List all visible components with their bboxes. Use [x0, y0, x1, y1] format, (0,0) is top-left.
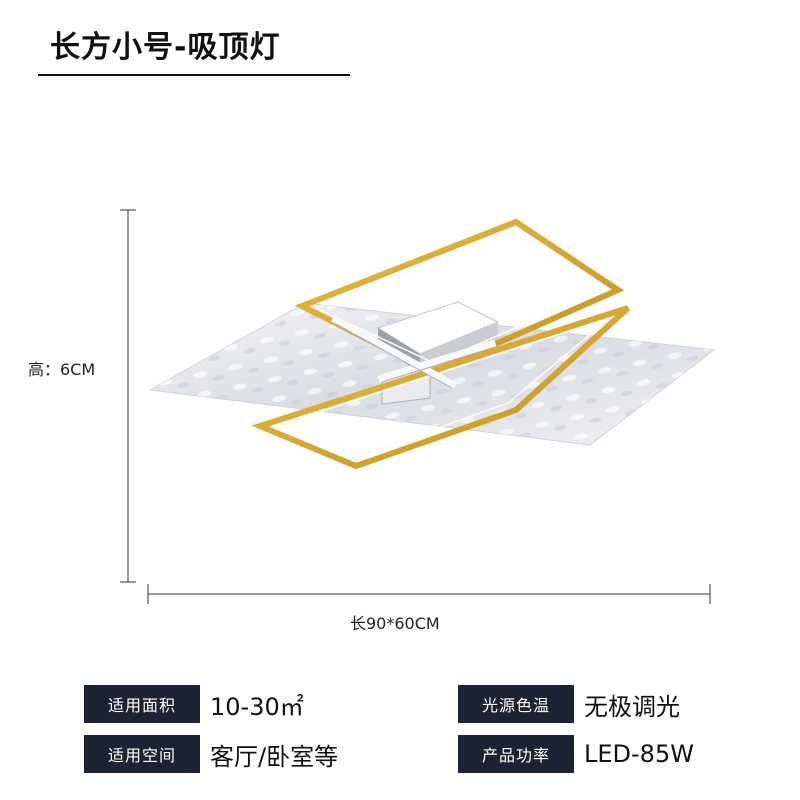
spec-value: 客厅/卧室等	[210, 742, 339, 771]
height-dimension-line	[120, 209, 136, 583]
spec-key-badge: 产品功率	[458, 735, 574, 773]
spec-space: 适用空间 客厅/卧室等	[84, 735, 338, 773]
spec-area: 适用面积 10-30㎡	[84, 685, 304, 723]
spec-value: 10-30㎡	[210, 692, 304, 721]
lamp-cross-arms	[331, 315, 497, 389]
height-label: 高：6CM	[28, 360, 96, 379]
spec-power: 产品功率 LED-85W	[458, 735, 694, 773]
spec-key-badge: 适用空间	[84, 735, 200, 773]
lamp-cross-arms-outline	[335, 323, 493, 389]
size-label: 长90*60CM	[350, 614, 440, 633]
width-dimension-line	[147, 584, 711, 604]
spec-key-badge: 光源色温	[458, 685, 574, 723]
spec-color-temperature: 光源色温 无极调光	[458, 685, 680, 723]
gold-frame-lower	[251, 305, 631, 470]
spec-value: LED-85W	[584, 740, 694, 768]
page-title: 长方小号-吸顶灯	[50, 30, 281, 65]
spec-value: 无极调光	[584, 692, 680, 721]
spec-key-badge: 适用面积	[84, 685, 200, 723]
title-underline	[38, 74, 350, 76]
